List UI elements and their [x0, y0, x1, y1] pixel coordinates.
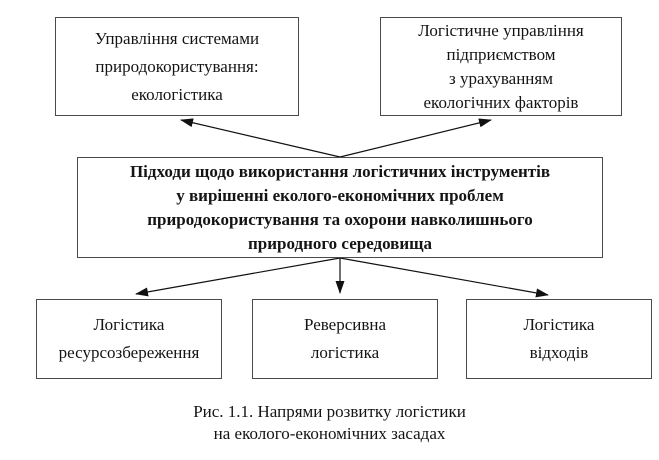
arrow-center-to-bottom-left [135, 257, 341, 297]
node-text-line: Управління системами [94, 28, 260, 48]
node-central-approaches: Підходи щодо використання логістичних ін… [77, 157, 603, 258]
arrow-center-to-bottom-right [339, 257, 549, 298]
figure-caption-line: Рис. 1.1. Напрями розвитку логістики [193, 402, 466, 421]
node-logistic-enterprise-management: Логістичне управління підприємством з ур… [380, 17, 622, 116]
node-text-line: Підходи щодо використання логістичних ін… [129, 161, 551, 181]
node-text-line: природокористування та охорони навколишн… [147, 209, 533, 229]
node-text-line: з урахуванням [449, 68, 553, 88]
node-text-line: підприємством [446, 44, 556, 64]
figure-caption: Рис. 1.1. Напрями розвитку логістики на … [0, 401, 659, 445]
node-text-line: у вирішенні еколого-економічних проблем [176, 185, 504, 205]
node-resource-saving-logistics: Логістика ресурсозбереження [36, 299, 222, 379]
node-text-line: Реверсивна [303, 315, 387, 334]
node-text-line: Логістика [523, 315, 595, 334]
arrow-center-to-top-right [339, 118, 492, 158]
node-text-line: Логістика [93, 315, 165, 334]
node-text-line: ресурсозбереження [58, 343, 200, 362]
node-text-line: екологістика [131, 84, 223, 104]
node-text-line: логістика [310, 343, 380, 362]
node-text-line: природного середовища [247, 233, 433, 253]
node-waste-logistics: Логістика відходів [466, 299, 652, 379]
node-text-line: відходів [529, 343, 589, 362]
node-text-line: Логістичне управління [418, 20, 584, 40]
node-eco-logistics-management: Управління системами природокористування… [55, 17, 299, 116]
arrow-center-to-top-left [180, 118, 341, 158]
node-text-line: екологічних факторів [423, 92, 579, 112]
node-text-line: природокористування: [95, 56, 259, 76]
figure-caption-line: на еколого-економічних засадах [213, 424, 446, 443]
node-reverse-logistics: Реверсивна логістика [252, 299, 438, 379]
